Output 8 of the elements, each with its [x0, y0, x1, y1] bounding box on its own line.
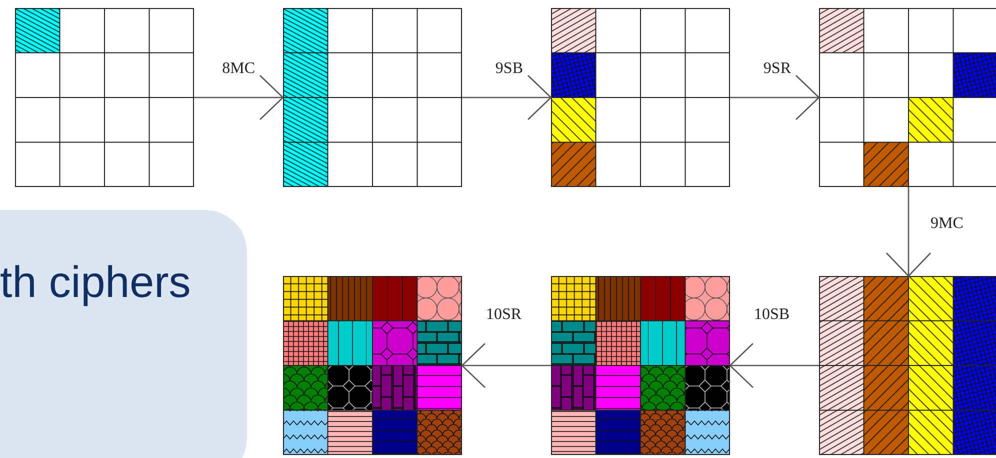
arrow [194, 74, 284, 120]
arrow [729, 342, 819, 388]
arrow [461, 342, 551, 388]
arrow [730, 74, 820, 120]
heading-text: th ciphers [0, 258, 191, 308]
arrow [462, 74, 552, 120]
arrow [886, 187, 932, 277]
slide-panel [0, 210, 247, 458]
